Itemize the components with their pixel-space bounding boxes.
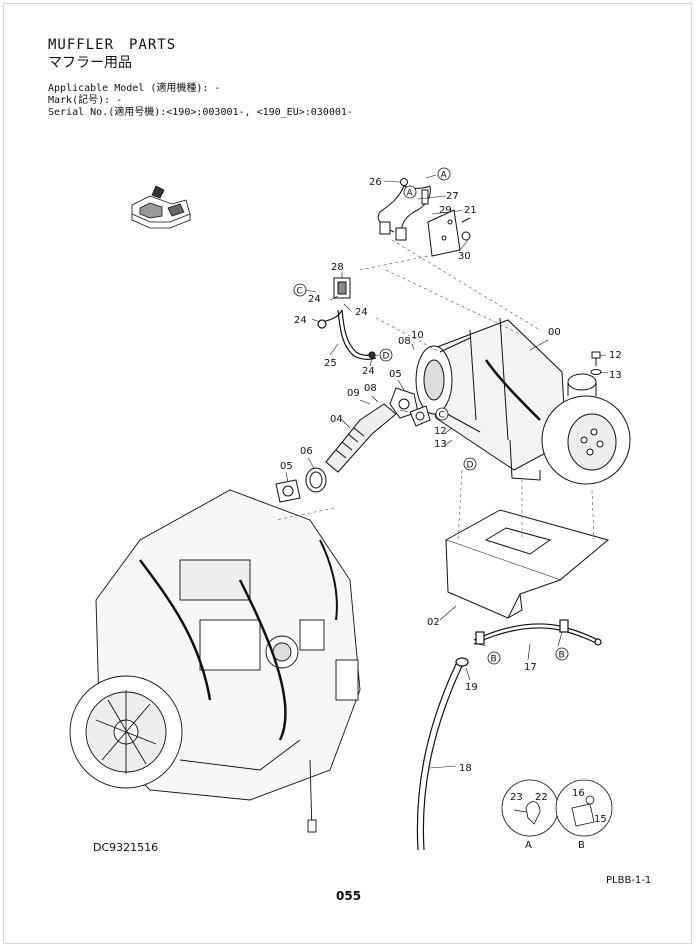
callout-27: 27	[446, 191, 459, 202]
serial-no: Serial No.(適用号機):<190>:003001-, <190_EU>…	[48, 107, 353, 118]
ref-marker-a-top: A	[437, 167, 451, 181]
svg-text:D: D	[383, 352, 390, 362]
page-frame	[3, 3, 692, 944]
page-title: MUFFLER PARTS	[48, 37, 177, 53]
sensor-harness	[377, 178, 471, 257]
ref-marker-b-right: B	[555, 647, 569, 661]
leader-lines	[285, 174, 609, 769]
hose-25	[317, 309, 377, 360]
engine-assembly	[69, 489, 361, 833]
callout-25: 25	[324, 358, 337, 369]
callout-05: 05	[280, 461, 293, 472]
mark: Mark(記号): -	[48, 95, 123, 106]
clamp-06	[305, 467, 327, 493]
drawing-reference: DC9321516	[93, 841, 159, 854]
callout-24: 24	[355, 307, 368, 318]
callout-12: 12	[434, 426, 447, 437]
callout-24: 24	[308, 294, 321, 305]
callout-22: 22	[535, 792, 548, 803]
tube-17	[473, 619, 602, 646]
callout-04: 04	[330, 414, 343, 425]
hose-18	[416, 657, 469, 851]
page-number: 055	[336, 889, 362, 903]
detail-circle-b	[555, 779, 613, 837]
callout-24: 24	[362, 366, 375, 377]
detail-label-b: B	[578, 840, 585, 851]
svg-text:C: C	[439, 411, 445, 421]
callout-19: 19	[465, 682, 478, 693]
ref-marker-a-mid: A	[403, 185, 417, 199]
callout-05: 05	[389, 369, 402, 380]
callout-18: 18	[459, 763, 472, 774]
callout-29: 29	[439, 205, 452, 216]
callout-08: 08	[398, 336, 411, 347]
callout-10: 10	[411, 330, 424, 341]
applicable-model: Applicable Model (適用機種): -	[48, 83, 221, 94]
gasket-05-lower	[275, 479, 301, 503]
svg-text:D: D	[467, 461, 474, 471]
detail-label-a: A	[525, 840, 532, 851]
callout-06: 06	[300, 446, 313, 457]
bracket-02	[444, 509, 610, 619]
ref-marker-c-right: C	[435, 407, 449, 421]
detail-circle-a	[501, 779, 559, 837]
ref-marker-c-left: C	[293, 283, 307, 297]
callout-09: 09	[347, 388, 360, 399]
callout-21: 21	[464, 205, 477, 216]
ref-marker-d-top: D	[379, 348, 393, 362]
callout-13: 13	[609, 370, 622, 381]
callout-00: 00	[548, 327, 561, 338]
callout-16: 16	[572, 788, 585, 799]
callout-13: 13	[434, 439, 447, 450]
alignment-lines	[275, 239, 595, 541]
callout-17: 17	[524, 662, 537, 673]
page-title-japanese: マフラー用品	[48, 55, 132, 71]
ref-marker-b-left: B	[487, 651, 501, 665]
callout-23: 23	[510, 792, 523, 803]
sheet-code: PLBB-1-1	[606, 875, 652, 886]
callout-02: 02	[427, 617, 440, 628]
svg-text:C: C	[297, 287, 303, 297]
locator-machine-icon	[131, 185, 191, 229]
gasket-05-upper	[409, 405, 431, 427]
muffler-assembly	[415, 317, 631, 485]
callout-24: 24	[294, 315, 307, 326]
sensor-28	[333, 277, 351, 299]
callout-15: 15	[594, 814, 607, 825]
callout-08: 08	[364, 383, 377, 394]
svg-text:A: A	[441, 171, 448, 181]
svg-text:A: A	[407, 189, 414, 199]
bolt-12-13-right	[590, 351, 602, 375]
svg-text:B: B	[491, 655, 497, 665]
callout-30: 30	[458, 251, 471, 262]
exhaust-pipe-04	[325, 387, 419, 473]
svg-text:B: B	[559, 651, 565, 661]
callout-28: 28	[331, 262, 344, 273]
callout-26: 26	[369, 177, 382, 188]
ref-marker-d-bottom: D	[463, 457, 477, 471]
callout-12: 12	[609, 350, 622, 361]
